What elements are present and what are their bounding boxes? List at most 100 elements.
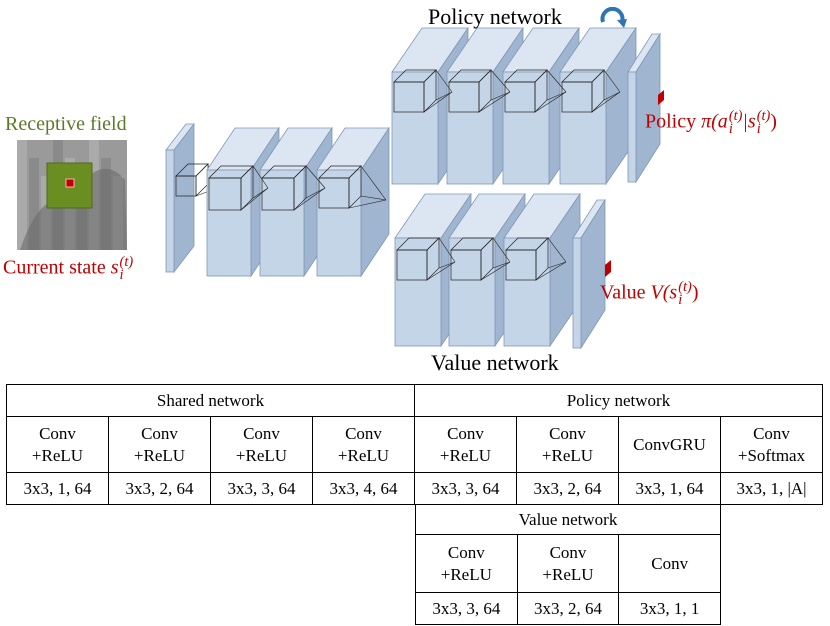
value-table: Value network Conv +ReLU Conv +ReLU Conv… <box>415 504 721 625</box>
policy-layer-4: Conv +Softmax <box>720 416 823 473</box>
value-kernel-1-ray-0 <box>438 237 456 263</box>
shared-block-2-front <box>259 169 305 277</box>
value-kernel-3 <box>505 237 567 281</box>
receptive-field-center <box>65 178 75 188</box>
value-kernel-1-ray-1 <box>438 261 456 269</box>
value-output-word: Value <box>600 281 646 304</box>
policy-kernel-4 <box>561 69 621 113</box>
policy-layer-3: ConvGRU <box>618 416 721 473</box>
policy-output-indices-2: (t)i <box>756 109 771 137</box>
policy-output-sup1: (t) <box>728 108 743 124</box>
value-kernel-3-ray-2 <box>535 261 567 281</box>
shared-param-2: 3x3, 2, 64 <box>108 472 211 505</box>
policy-kernel-2-ray-1 <box>490 91 511 101</box>
policy-block-1-front <box>391 71 439 185</box>
shared-kernel-1-ray-2 <box>240 187 269 211</box>
policy-kernel-3 <box>504 69 567 113</box>
current-state-sub: i <box>119 266 124 283</box>
value-kernel-2-ray-2 <box>480 261 511 281</box>
policy-output-mid: |s <box>742 110 756 133</box>
shared-kernel-3-ray-2 <box>348 199 387 209</box>
value-network-header: Value network <box>415 504 721 535</box>
value-output-marker <box>605 260 611 277</box>
value-param-1: 3x3, 3, 64 <box>415 592 518 625</box>
input-image-texture-1 <box>29 158 39 250</box>
policy-output-word: Policy <box>645 110 697 133</box>
shared-kernel-3-front <box>318 177 350 209</box>
shared-kernel-1-ray-0 <box>252 165 269 189</box>
value-layer-2: Conv +ReLU <box>516 534 620 593</box>
shared-kernel-2-front <box>261 177 295 211</box>
value-kernel-1-front <box>396 249 428 281</box>
policy-output-formula: π(a <box>701 110 728 133</box>
value-layer-1: Conv +ReLU <box>415 534 518 593</box>
policy-network-header: Policy network <box>414 384 823 417</box>
input-plane-front <box>165 149 175 273</box>
value-param-3: 3x3, 1, 1 <box>618 592 721 625</box>
value-output-formula: V(s <box>650 281 678 304</box>
policy-output-indices-1: (t)i <box>728 108 743 136</box>
value-kernel-2-ray-1 <box>492 261 511 269</box>
policy-param-1: 3x3, 3, 64 <box>414 472 517 505</box>
receptive-field-label: Receptive field <box>5 113 127 135</box>
input-image-shape <box>20 168 127 250</box>
policy-output-sub2: i <box>756 120 761 137</box>
shared-layer-1: Conv +ReLU <box>6 416 109 473</box>
shared-layer-4: Conv +ReLU <box>312 416 415 473</box>
value-block-1-front <box>394 237 442 347</box>
shared-kernel-3-ray-1 <box>360 195 387 201</box>
shared-kernel-1 <box>208 165 269 211</box>
policy-param-3: 3x3, 1, 64 <box>618 472 721 505</box>
policy-kernel-1 <box>393 69 453 113</box>
current-state-label: Current state s(t)i <box>3 254 134 283</box>
shared-block-3-front <box>316 169 362 277</box>
policy-block-2-front <box>446 71 494 185</box>
policy-kernel-2-ray-0 <box>490 69 511 93</box>
value-output-plane-front <box>572 237 582 349</box>
shared-layer-2: Conv +ReLU <box>108 416 211 473</box>
policy-kernel-4-ray-2 <box>591 91 621 113</box>
value-kernel-1 <box>396 237 456 281</box>
shared-param-3: 3x3, 3, 64 <box>210 472 313 505</box>
input-plane <box>165 122 195 274</box>
policy-network-title: Policy network <box>428 4 562 29</box>
input-kernel-side <box>195 163 209 197</box>
current-state-indices: (t)i <box>119 254 134 283</box>
value-output-indices: (t)i <box>678 279 692 308</box>
shared-kernel-3-ray-0 <box>360 165 387 201</box>
value-kernel-3-ray-0 <box>547 237 567 263</box>
value-output-sub: i <box>678 291 683 308</box>
policy-layer-1: Conv +ReLU <box>414 416 517 473</box>
policy-output-plane <box>627 32 661 184</box>
value-param-2: 3x3, 2, 64 <box>516 592 620 625</box>
policy-output-label: Policy π(a(t)i|s(t)i) <box>645 108 777 137</box>
value-block-2-front <box>448 237 496 347</box>
policy-layer-2: Conv +ReLU <box>516 416 619 473</box>
policy-kernel-3-ray-2 <box>534 91 567 113</box>
policy-kernel-3-ray-0 <box>546 69 567 93</box>
policy-param-2: 3x3, 2, 64 <box>516 472 619 505</box>
current-state-sup: (t) <box>119 254 134 270</box>
shared-block-1-front <box>206 169 252 277</box>
value-layer-3: Conv <box>618 534 721 593</box>
value-output-label: Value V(s(t)i) <box>600 279 699 308</box>
shared-block-3 <box>316 126 390 278</box>
network-diagram <box>17 6 664 350</box>
value-kernel-3-ray-1 <box>547 261 567 269</box>
value-output-end: ) <box>691 281 699 304</box>
input-kernel-front <box>175 175 197 197</box>
value-output-sup: (t) <box>678 279 692 295</box>
shared-kernel-2-ray-2 <box>293 187 326 211</box>
policy-kernel-4-front <box>561 81 593 113</box>
value-kernel-3-front <box>505 249 537 281</box>
input-image <box>17 140 127 250</box>
policy-kernel-4-ray-1 <box>603 91 621 101</box>
policy-kernel-3-front <box>504 81 536 113</box>
shared-network-header: Shared network <box>6 384 415 417</box>
shared-param-1: 3x3, 1, 64 <box>6 472 109 505</box>
shared-policy-table: Shared network Policy network Conv +ReLU… <box>6 384 823 505</box>
policy-param-4: 3x3, 1, |A| <box>720 472 823 505</box>
shared-kernel-3 <box>318 165 387 209</box>
layer-blocks <box>165 26 664 350</box>
shared-kernel-2-ray-0 <box>305 165 326 189</box>
